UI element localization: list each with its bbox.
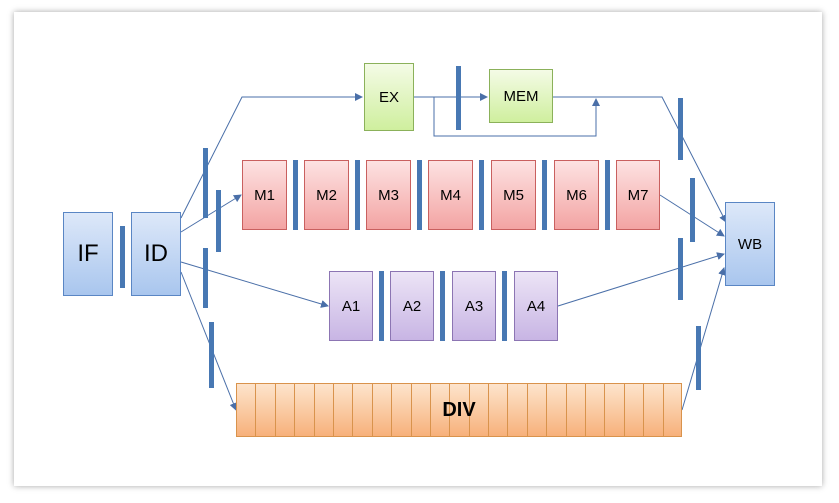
wire-id-m1 (180, 194, 242, 233)
div-cell (470, 384, 490, 436)
div-cell (508, 384, 528, 436)
register-m3-m4 (417, 160, 422, 230)
stage-a4: A4 (514, 271, 558, 341)
wire-mem-wb (553, 96, 727, 223)
register-ex-mem (456, 66, 461, 130)
register-m4-m5 (479, 160, 484, 230)
register-m7-wb (690, 178, 695, 242)
register-id-div (209, 322, 214, 388)
wire-div-wb (681, 267, 726, 411)
div-cell (547, 384, 567, 436)
div-cell (644, 384, 664, 436)
div-cell (315, 384, 334, 436)
stage-m7: M7 (616, 160, 660, 230)
stage-mem: MEM (489, 69, 553, 123)
register-id-ex (203, 148, 208, 218)
stage-m5: M5 (491, 160, 536, 230)
div-cell (392, 384, 412, 436)
register-a1-a2 (379, 271, 384, 341)
wire-ex-bypass (433, 97, 600, 137)
div-cell (295, 384, 315, 436)
stage-m2: M2 (304, 160, 349, 230)
register-m1-m2 (293, 160, 298, 230)
register-mem-wb (678, 98, 683, 160)
register-a2-a3 (440, 271, 445, 341)
div-cell (567, 384, 587, 436)
div-cell (450, 384, 470, 436)
register-a4-wb (678, 238, 683, 300)
register-m6-m7 (605, 160, 610, 230)
stage-m1: M1 (242, 160, 287, 230)
stage-if: IF (63, 212, 113, 296)
div-cell (412, 384, 431, 436)
register-m5-m6 (542, 160, 547, 230)
stage-id: ID (131, 212, 181, 296)
stage-m6: M6 (554, 160, 599, 230)
div-cell (237, 384, 257, 436)
register-if-id (120, 226, 125, 288)
stage-a1: A1 (329, 271, 373, 341)
register-id-a (203, 248, 208, 308)
stage-a3: A3 (452, 271, 496, 341)
register-a3-a4 (502, 271, 507, 341)
div-cell (431, 384, 451, 436)
stage-wb: WB (725, 202, 775, 286)
stage-m4: M4 (428, 160, 473, 230)
stage-m3: M3 (366, 160, 411, 230)
div-cell (353, 384, 373, 436)
stage-ex: EX (364, 63, 414, 131)
div-cell (489, 384, 509, 436)
wire-id-div (180, 271, 238, 411)
div-cell (373, 384, 393, 436)
stage-a2: A2 (390, 271, 434, 341)
div-cell (276, 384, 296, 436)
div-cell (256, 384, 276, 436)
stage-div: DIV (236, 383, 682, 437)
wire-a4-wb (557, 252, 725, 307)
div-cell (586, 384, 606, 436)
wire-id-ex (180, 93, 363, 219)
div-cell (528, 384, 548, 436)
div-cell (625, 384, 645, 436)
div-cell (334, 384, 354, 436)
div-cell (605, 384, 625, 436)
register-div-wb (696, 326, 701, 390)
register-m2-m3 (355, 160, 360, 230)
stage-div-label: DIV (442, 398, 476, 421)
register-id-m (216, 190, 221, 252)
